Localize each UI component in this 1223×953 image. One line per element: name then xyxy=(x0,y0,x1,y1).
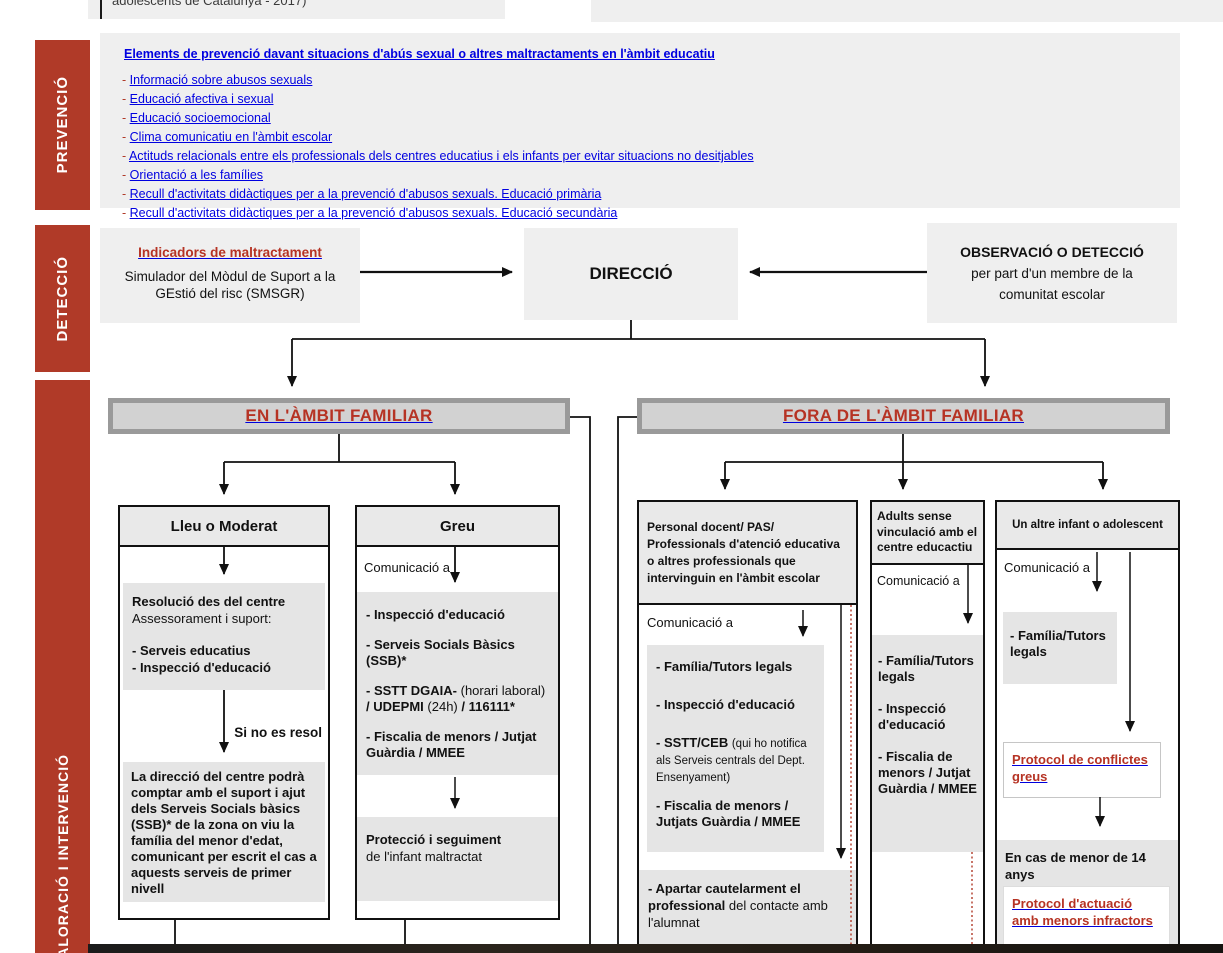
proteccio-regular: de l'infant maltractat xyxy=(366,849,482,864)
resolucio-title: Resolució des del centre xyxy=(132,594,286,609)
section-bar-deteccio: DETECCIÓ xyxy=(35,225,90,372)
ambit-fora-header: FORA DE L'ÀMBIT FAMILIAR xyxy=(637,398,1170,434)
greu-item-sstt: - SSTT DGAIA- (horari laboral) / UDEPMI … xyxy=(366,683,546,714)
column-adults-header: Adults sense vinculació amb el centre ed… xyxy=(872,502,983,565)
adults-comunicacio-box: - Família/Tutors legals - Inspecció d'ed… xyxy=(872,635,983,852)
si-no-es-resol-label: Si no es resol xyxy=(234,725,322,740)
resolucio-box: Resolució des del centre Assessorament i… xyxy=(123,583,325,690)
greu-comunicacio-box: - Inspecció d'educació - Serveis Socials… xyxy=(357,592,558,775)
prevencio-link-6[interactable]: Orientació a les famílies xyxy=(129,168,264,182)
indicadors-link[interactable]: Indicadors de maltractament xyxy=(138,245,322,260)
prevencio-link-list: - Informació sobre abusos sexuals - Educ… xyxy=(122,71,1180,223)
infant-item: - Família/Tutors legals xyxy=(1010,628,1106,659)
column-personal-header: Personal docent/ PAS/ Professionals d'at… xyxy=(639,502,856,605)
prevencio-link-5[interactable]: Actituds relacionals entre els professio… xyxy=(128,149,754,163)
top-partial-box: adolescents de Catalunya - 2017) xyxy=(88,0,505,19)
section-bar-prevencio: PREVENCIÓ xyxy=(35,40,90,210)
section-label-valoracio: VALORACIÓ I INTERVENCIÓ xyxy=(54,753,71,953)
column-lleu-header: Lleu o Moderat xyxy=(120,507,328,547)
prevencio-link-8[interactable]: Recull d'activitats didàctiques per a la… xyxy=(129,206,618,220)
ambit-fora-link[interactable]: FORA DE L'ÀMBIT FAMILIAR xyxy=(782,406,1025,425)
list-item: - Actituds relacionals entre els profess… xyxy=(122,149,754,163)
direccio-suport-box: La direcció del centre podrà comptar amb… xyxy=(123,762,325,902)
personal-item: - Fiscalia de menors / Jutjats Guàrdia /… xyxy=(656,798,801,829)
list-item: - Recull d'activitats didàctiques per a … xyxy=(122,206,618,220)
personal-item: - Família/Tutors legals xyxy=(656,659,793,674)
infant-comunicacio-box: - Família/Tutors legals xyxy=(1003,612,1117,684)
column-personal-docent: Personal docent/ PAS/ Professionals d'at… xyxy=(637,500,858,953)
ambit-familiar-link[interactable]: EN L'ÀMBIT FAMILIAR xyxy=(245,406,433,425)
personal-comunicacio-box: - Família/Tutors legals - Inspecció d'ed… xyxy=(647,645,824,852)
column-altre-infant: Un altre infant o adolescent Comunicació… xyxy=(995,500,1180,953)
protocol-infractors-link[interactable]: Protocol d'actuació amb menors infractor… xyxy=(1012,896,1153,928)
comunicacio-label: Comunicació a xyxy=(1004,560,1090,575)
section-label-prevencio: PREVENCIÓ xyxy=(54,76,71,174)
indicadors-box: Indicadors de maltractament Simulador de… xyxy=(100,228,360,323)
prevencio-link-2[interactable]: Educació afectiva i sexual xyxy=(129,92,274,106)
direccio-node: DIRECCIÓ xyxy=(524,228,738,320)
resolucio-subtitle: Assessorament i suport: xyxy=(132,611,272,626)
protocol-conflictes-link[interactable]: Protocol de conflictes greus xyxy=(1012,752,1148,784)
apartar-box: - Apartar cautelarment el professional d… xyxy=(639,870,856,953)
comunicacio-label: Comunicació a xyxy=(364,560,450,575)
bottom-image-edge xyxy=(88,944,1223,953)
column-greu-header: Greu xyxy=(357,507,558,547)
simulador-text: Simulador del Mòdul de Suport a la GEsti… xyxy=(124,269,336,301)
observacio-subtitle: per part d'un membre de la comunitat esc… xyxy=(971,265,1133,302)
prevencio-panel: Elements de prevenció davant situacions … xyxy=(100,33,1180,220)
adults-item: - Inspecció d'educació xyxy=(878,701,946,732)
direccio-suport-text: La direcció del centre podrà comptar amb… xyxy=(131,769,317,896)
observacio-title: OBSERVACIÓ O DETECCIÓ xyxy=(960,243,1144,260)
list-item: - Educació socioemocional xyxy=(122,111,271,125)
greu-item: - Serveis Socials Bàsics (SSB)* xyxy=(366,637,515,668)
adults-item: - Família/Tutors legals xyxy=(878,653,974,684)
ambit-familiar-header: EN L'ÀMBIT FAMILIAR xyxy=(108,398,570,434)
column-lleu-moderat: Lleu o Moderat Resolució des del centre … xyxy=(118,505,330,920)
section-bar-valoracio: VALORACIÓ I INTERVENCIÓ xyxy=(35,380,90,953)
proteccio-box: Protecció i seguiment de l'infant maltra… xyxy=(357,817,558,901)
adults-item: - Fiscalia de menors / Jutjat Guàrdia / … xyxy=(878,749,977,796)
list-item: - Informació sobre abusos sexuals xyxy=(122,73,313,87)
prevencio-link-1[interactable]: Informació sobre abusos sexuals xyxy=(129,73,313,87)
list-item: - Clima comunicatiu en l'àmbit escolar xyxy=(122,130,333,144)
column-adults: Adults sense vinculació amb el centre ed… xyxy=(870,500,985,953)
list-item: - Educació afectiva i sexual xyxy=(122,92,274,106)
protocol-infractors-box: Protocol d'actuació amb menors infractor… xyxy=(1003,886,1170,946)
menor-14-text: En cas de menor de 14 anys xyxy=(1005,850,1146,882)
resolucio-item: - Inspecció d'educació xyxy=(132,660,271,675)
greu-item: - Inspecció d'educació xyxy=(366,607,505,622)
personal-item: - Inspecció d'educació xyxy=(656,697,795,712)
greu-item: - Fiscalia de menors / Jutjat Guàrdia / … xyxy=(366,729,537,760)
top-partial-text: adolescents de Catalunya - 2017) xyxy=(112,0,307,8)
box-border-fragment xyxy=(100,0,102,19)
direccio-label: DIRECCIÓ xyxy=(589,264,673,283)
column-greu: Greu Comunicació a - Inspecció d'educaci… xyxy=(355,505,560,920)
menor-14-box: En cas de menor de 14 anys Protocol d'ac… xyxy=(997,840,1178,953)
list-item: - Orientació a les famílies xyxy=(122,168,264,182)
section-label-deteccio: DETECCIÓ xyxy=(54,255,71,342)
resolucio-item: - Serveis educatius xyxy=(132,643,251,658)
comunicacio-label: Comunicació a xyxy=(647,615,733,630)
prevencio-link-3[interactable]: Educació socioemocional xyxy=(129,111,271,125)
list-item: - Recull d'activitats didàctiques per a … xyxy=(122,187,602,201)
protocol-conflictes-box: Protocol de conflictes greus xyxy=(1003,742,1161,798)
prevencio-link-4[interactable]: Clima comunicatiu en l'àmbit escolar xyxy=(129,130,333,144)
prevencio-link-7[interactable]: Recull d'activitats didàctiques per a la… xyxy=(129,187,602,201)
comunicacio-label: Comunicació a xyxy=(877,574,960,588)
column-infant-header: Un altre infant o adolescent xyxy=(997,502,1178,550)
personal-item-sstt: - SSTT/CEB (qui ho notifica als Serveis … xyxy=(656,735,807,784)
top-partial-box-right xyxy=(591,0,1223,22)
proteccio-bold: Protecció i seguiment xyxy=(366,832,502,847)
observacio-node: OBSERVACIÓ O DETECCIÓ per part d'un memb… xyxy=(927,223,1177,323)
prevencio-title-link[interactable]: Elements de prevenció davant situacions … xyxy=(124,47,715,61)
